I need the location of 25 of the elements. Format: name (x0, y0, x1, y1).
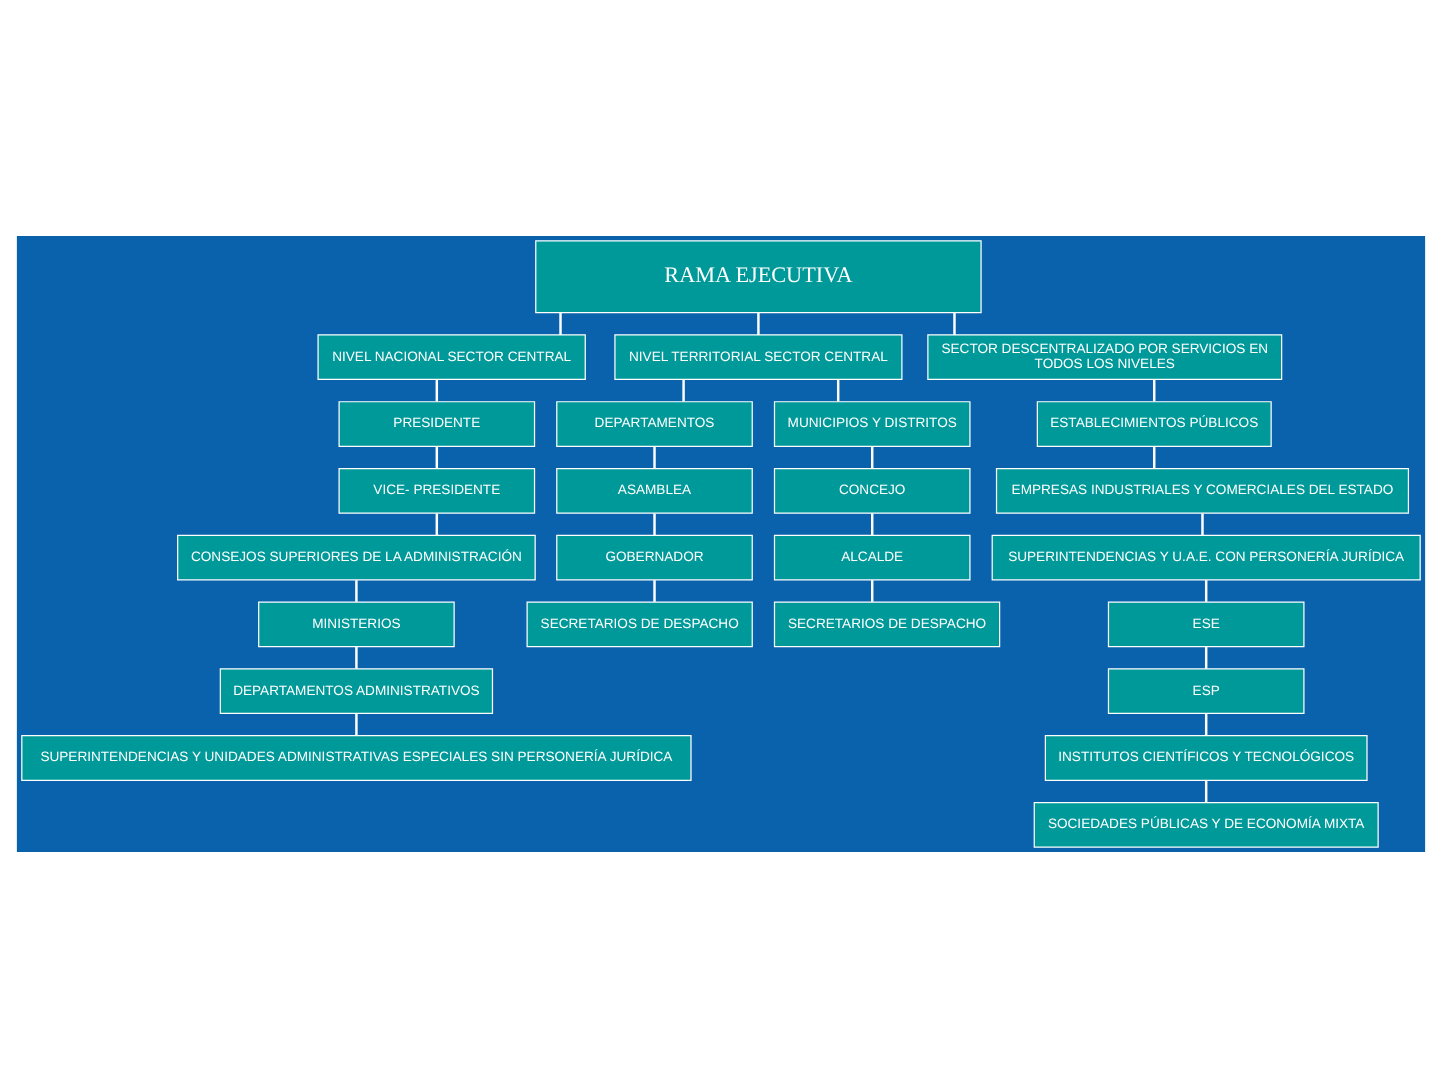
connector (435, 445, 439, 468)
connector (653, 445, 656, 468)
connector (757, 311, 760, 334)
connector (871, 579, 874, 601)
connector (355, 579, 358, 601)
connector (653, 512, 656, 534)
node-box: RAMA EJECUTIVA (535, 239, 982, 313)
connector (435, 378, 439, 401)
connector (871, 512, 874, 534)
connector (1204, 579, 1208, 601)
connector (653, 579, 656, 601)
connector (559, 311, 562, 334)
connector (355, 646, 358, 668)
connector (682, 378, 685, 401)
connector (1204, 779, 1208, 802)
connector (435, 512, 439, 534)
connector (1201, 512, 1204, 534)
connector (953, 311, 956, 334)
connector (871, 445, 874, 468)
connector (1153, 445, 1156, 468)
connector (355, 712, 358, 735)
connector (836, 378, 840, 401)
connector (1153, 378, 1156, 401)
connector (1204, 712, 1208, 735)
connector (1204, 646, 1208, 668)
